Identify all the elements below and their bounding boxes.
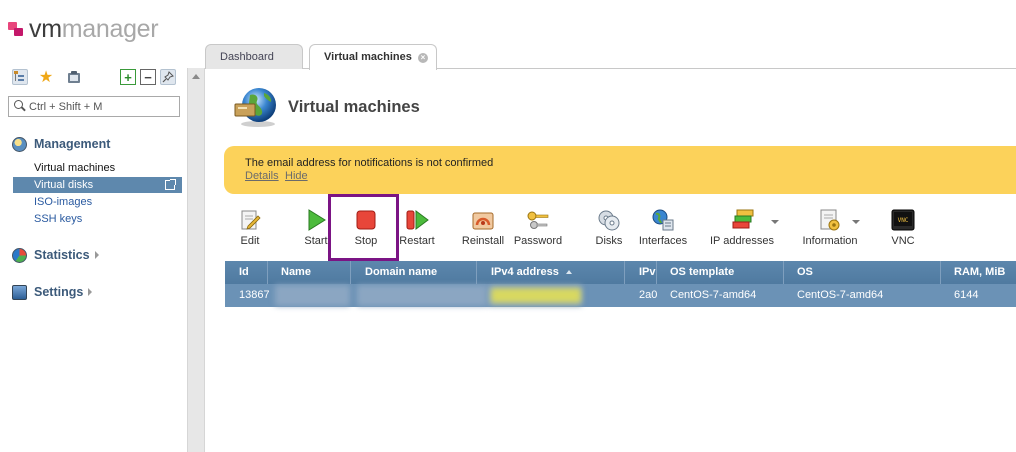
sidebar-item-virtual-machines[interactable]: Virtual machines (34, 162, 116, 174)
table-row[interactable]: 13867 2a0 CentOS-7-amd64 CentOS-7-amd64 … (225, 284, 1016, 307)
page-title: Virtual machines (288, 98, 420, 116)
tab-dashboard[interactable]: Dashboard (205, 44, 303, 69)
chevron-right-icon (88, 288, 93, 296)
cell-ipv6: 2a0 (639, 289, 657, 301)
email-notification-banner: The email address for notifications is n… (224, 146, 1016, 194)
cell-name-redacted (275, 285, 350, 306)
sidebar-splitter[interactable] (187, 68, 205, 452)
expand-all-icon[interactable]: + (120, 69, 136, 85)
collapse-sidebar-icon[interactable] (192, 74, 200, 79)
column-header-os[interactable]: OS (783, 261, 941, 284)
svg-text:VNC: VNC (898, 217, 909, 224)
restart-icon (406, 210, 429, 230)
notification-details-link[interactable]: Details (245, 170, 279, 182)
section-management[interactable]: Management (12, 135, 110, 153)
cell-id: 13867 (239, 289, 269, 301)
notification-text: The email address for notifications is n… (245, 157, 494, 169)
management-icon (12, 136, 27, 152)
menu-search-field[interactable] (8, 96, 180, 117)
edit-button[interactable]: Edit (232, 208, 268, 252)
cell-ipv4-redacted (491, 288, 581, 303)
chevron-down-icon[interactable] (852, 220, 860, 224)
tab-bar: Dashboard Virtual machines × (205, 44, 1016, 70)
column-header-domain-name[interactable]: Domain name (351, 261, 477, 284)
section-statistics-label: Statistics (34, 248, 90, 262)
password-button[interactable]: Password (512, 208, 564, 252)
sidebar: ★ + − Management Virtual machines Virtua… (0, 62, 187, 452)
cell-domain-redacted (357, 285, 487, 306)
cell-ram: 6144 (954, 289, 979, 301)
search-icon (9, 97, 29, 116)
edit-icon (241, 210, 261, 230)
settings-icon (12, 284, 27, 300)
ip-addresses-icon (732, 209, 754, 229)
cell-os-template: CentOS-7-amd64 (670, 289, 757, 301)
tab-label: Virtual machines (324, 51, 412, 63)
sidebar-item-ssh-keys[interactable]: SSH keys (34, 213, 83, 225)
close-tab-icon[interactable]: × (418, 53, 428, 63)
information-button[interactable]: Information (800, 208, 860, 252)
play-icon (308, 209, 326, 231)
reinstall-icon (472, 212, 494, 230)
menu-search-input[interactable] (29, 100, 177, 113)
vmmanager-logo: vmmanager (8, 14, 159, 44)
chevron-down-icon[interactable] (771, 220, 779, 224)
column-header-ipv6[interactable]: IPv (625, 261, 657, 284)
sidebar-toolbar: ★ + − (10, 68, 180, 88)
disks-button[interactable]: Disks (592, 208, 626, 252)
column-header-ipv4-address[interactable]: IPv4 address (477, 261, 625, 284)
vnc-button[interactable]: VNC VNC (886, 208, 920, 252)
tab-virtual-machines[interactable]: Virtual machines × (309, 44, 437, 70)
stop-button[interactable]: Stop (348, 208, 384, 252)
restart-button[interactable]: Restart (396, 208, 438, 252)
network-globe-icon (652, 209, 674, 231)
virtual-machines-table: Id Name Domain name IPv4 address IPv OS … (225, 261, 1016, 307)
vnc-icon: VNC (891, 209, 915, 231)
clipboard-icon[interactable] (66, 69, 82, 85)
sidebar-item-label: Virtual disks (34, 179, 94, 191)
reinstall-button[interactable]: Reinstall (460, 208, 506, 252)
sidebar-item-virtual-disks[interactable]: Virtual disks (13, 177, 182, 193)
table-header: Id Name Domain name IPv4 address IPv OS … (225, 261, 1016, 284)
start-button[interactable]: Start (300, 208, 332, 252)
column-header-label: IPv4 address (491, 266, 559, 278)
pin-icon[interactable] (160, 69, 176, 85)
stop-icon (356, 210, 376, 230)
logo-text: vmmanager (29, 14, 159, 43)
ip-addresses-button[interactable]: IP addresses (710, 208, 780, 252)
notification-hide-link[interactable]: Hide (285, 170, 308, 182)
section-settings-label: Settings (34, 285, 84, 299)
collapse-all-icon[interactable]: − (140, 69, 156, 85)
column-header-ram[interactable]: RAM, MiB (954, 266, 1006, 278)
column-header-name[interactable]: Name (267, 261, 351, 284)
key-icon (527, 211, 549, 229)
cell-os: CentOS-7-amd64 (797, 289, 884, 301)
disks-icon (598, 210, 620, 231)
sidebar-item-iso-images[interactable]: ISO-images (34, 196, 93, 208)
logo-mark-icon (8, 20, 26, 38)
column-header-os-template[interactable]: OS template (656, 261, 784, 284)
tree-view-icon[interactable] (12, 69, 28, 85)
information-icon (820, 209, 840, 231)
sort-ascending-icon (565, 270, 572, 274)
virtual-machines-globe-icon (232, 86, 278, 128)
column-header-id[interactable]: Id (225, 261, 268, 284)
chevron-right-icon (94, 251, 99, 259)
stop-highlight-box (328, 194, 399, 261)
section-settings[interactable]: Settings (12, 283, 93, 301)
open-new-tab-icon[interactable] (165, 179, 176, 190)
interfaces-button[interactable]: Interfaces (636, 208, 690, 252)
section-management-label: Management (34, 137, 111, 151)
statistics-icon (12, 247, 27, 263)
section-statistics[interactable]: Statistics (12, 246, 99, 264)
favorites-star-icon[interactable]: ★ (38, 69, 54, 86)
